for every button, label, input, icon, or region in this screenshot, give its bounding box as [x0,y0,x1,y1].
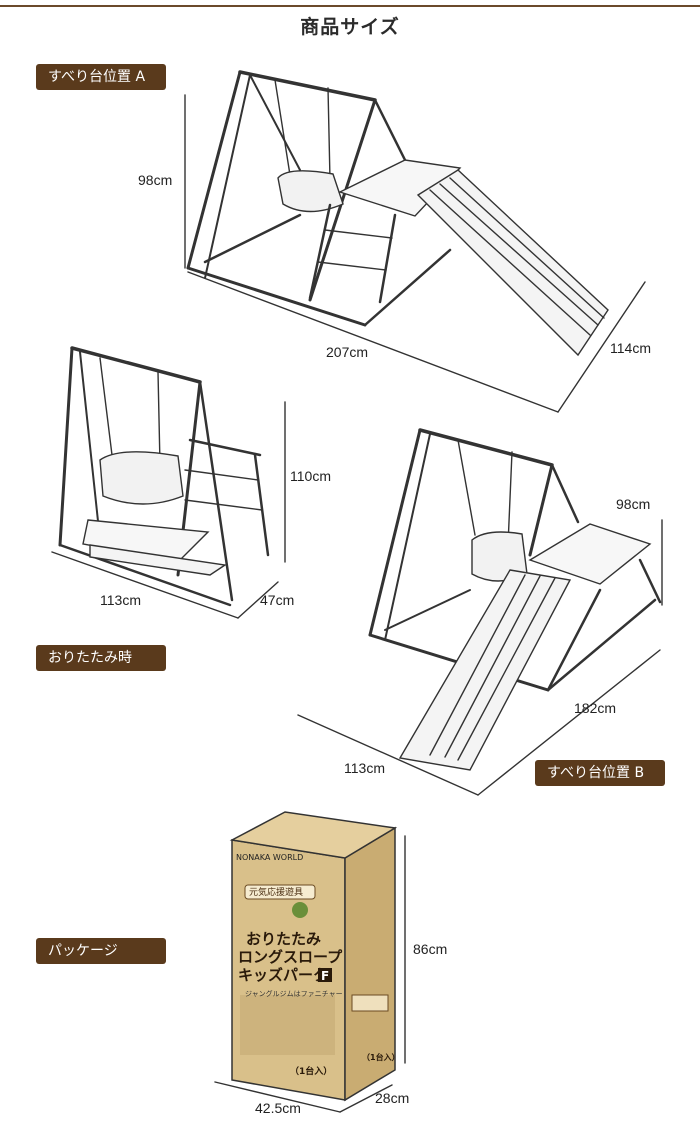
dim-package-height: 86cm [413,941,448,957]
dim-folded-width: 113cm [100,592,141,608]
box-product-mark: F [321,969,329,983]
label-folded: おりたたみ時 [36,645,166,671]
package-box-faces [229,811,398,1102]
dim-folded-height: 110cm [290,468,331,484]
package-box-illustration [214,835,406,1113]
dim-folded-depth: 47cm [260,592,295,608]
dim-package-depth: 28cm [375,1090,410,1106]
box-brand: NONAKA WORLD [236,853,303,862]
dim-b-height: 98cm [616,496,651,512]
dim-a-width: 207cm [326,344,369,360]
swing-slide-position-a-illustration [184,70,646,413]
dim-a-depth: 114cm [610,340,651,356]
label-position-b: すべり台位置 B [535,760,665,786]
dim-a-height: 98cm [138,172,173,188]
box-subtitle: ジャングルジムはファニチャー [245,989,343,998]
box-product-line3: キッズパーク [238,966,328,984]
label-package: パッケージ [36,938,166,964]
dim-b-width: 113cm [344,760,385,776]
box-badge: 元気応援遊具 [249,886,303,898]
box-side-quantity: （1台入） [362,1052,400,1062]
box-product-line2: ロングスロープ [238,948,343,966]
dim-package-width: 42.5cm [255,1100,301,1116]
dim-b-depth: 182cm [574,700,617,716]
top-rule [0,5,700,7]
box-quantity: （1台入） [290,1065,332,1077]
page-title: 商品サイズ [300,16,400,38]
box-product-line1: おりたたみ [246,930,321,948]
swing-folded-illustration [51,346,286,619]
label-position-a: すべり台位置 A [36,64,166,90]
swing-slide-position-b-illustration [297,428,663,796]
